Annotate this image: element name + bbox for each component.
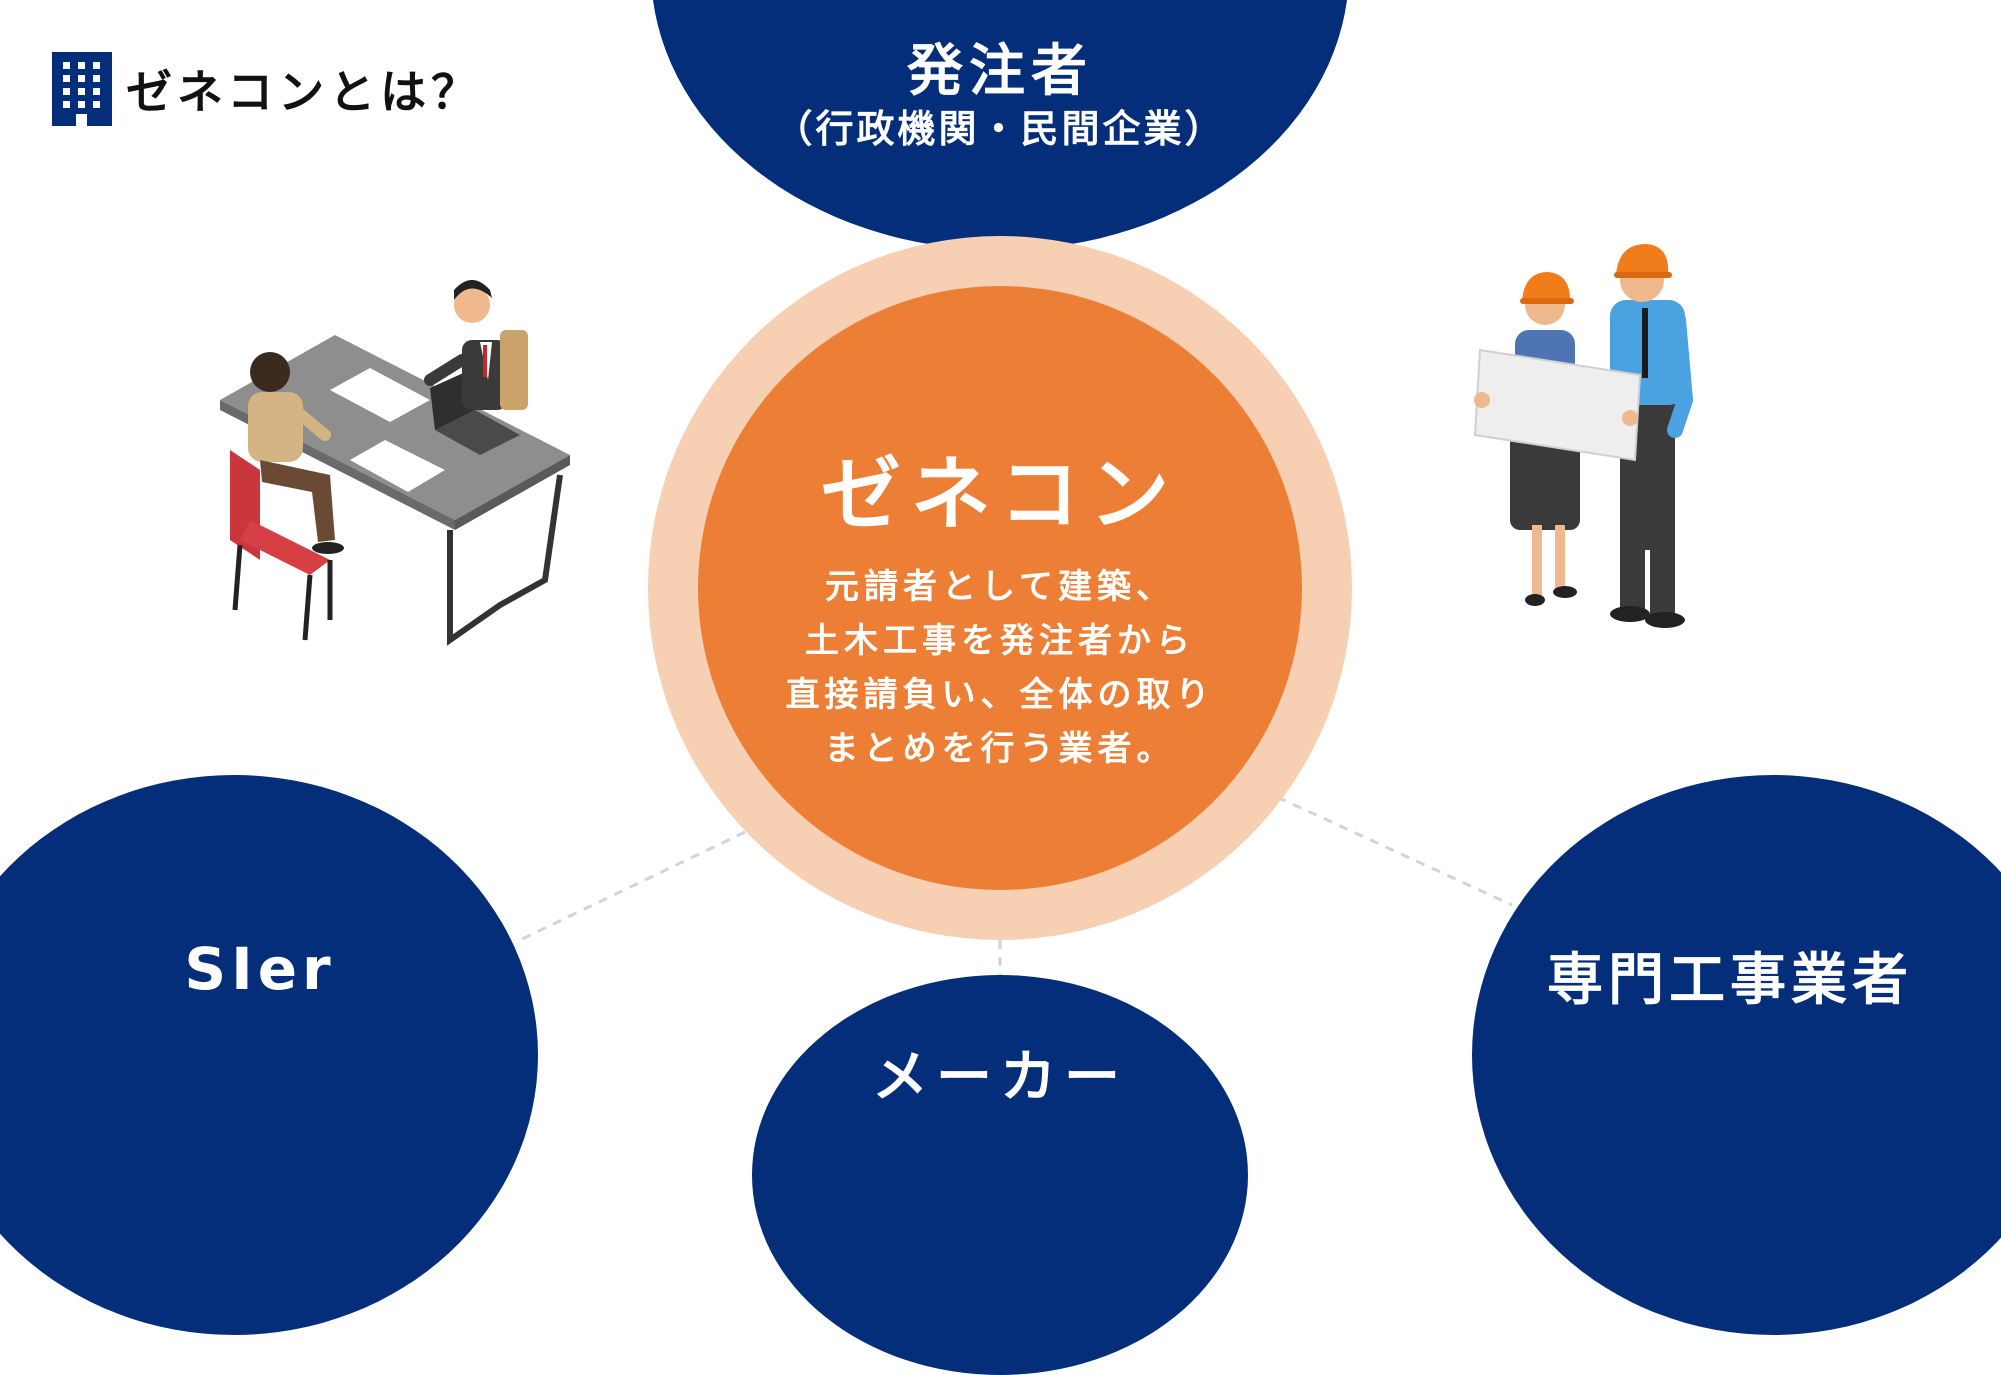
description-line: 直接請負い、全体の取り	[785, 675, 1215, 715]
connector-center-specialist	[1261, 788, 1513, 907]
header: ゼネコンとは？	[52, 52, 482, 126]
center-title: ゼネコン	[820, 448, 1180, 541]
specialist-label: 専門工事業者	[1547, 948, 1913, 1013]
description-line: 元請者として建築、	[825, 567, 1175, 607]
building-icon	[52, 52, 112, 126]
client-subtitle: （行政機関・民間企業）	[774, 107, 1226, 151]
client-title: 発注者	[907, 39, 1093, 104]
maker-label: メーカー	[872, 1045, 1128, 1110]
description-line: 土木工事を発注者から	[805, 621, 1195, 661]
engineers-reviewing-plans-illustration	[1473, 244, 1694, 628]
page-title: ゼネコンとは？	[126, 65, 483, 119]
connector-center-sier	[519, 830, 746, 942]
center-description: 元請者として建築、 土木工事を発注者から 直接請負い、全体の取り まとめを行う業…	[730, 560, 1270, 776]
center-node	[698, 286, 1302, 890]
meeting-at-desk-illustration	[220, 280, 570, 646]
description-line: まとめを行う業者。	[824, 729, 1176, 769]
sier-label: SIer	[184, 935, 336, 1003]
